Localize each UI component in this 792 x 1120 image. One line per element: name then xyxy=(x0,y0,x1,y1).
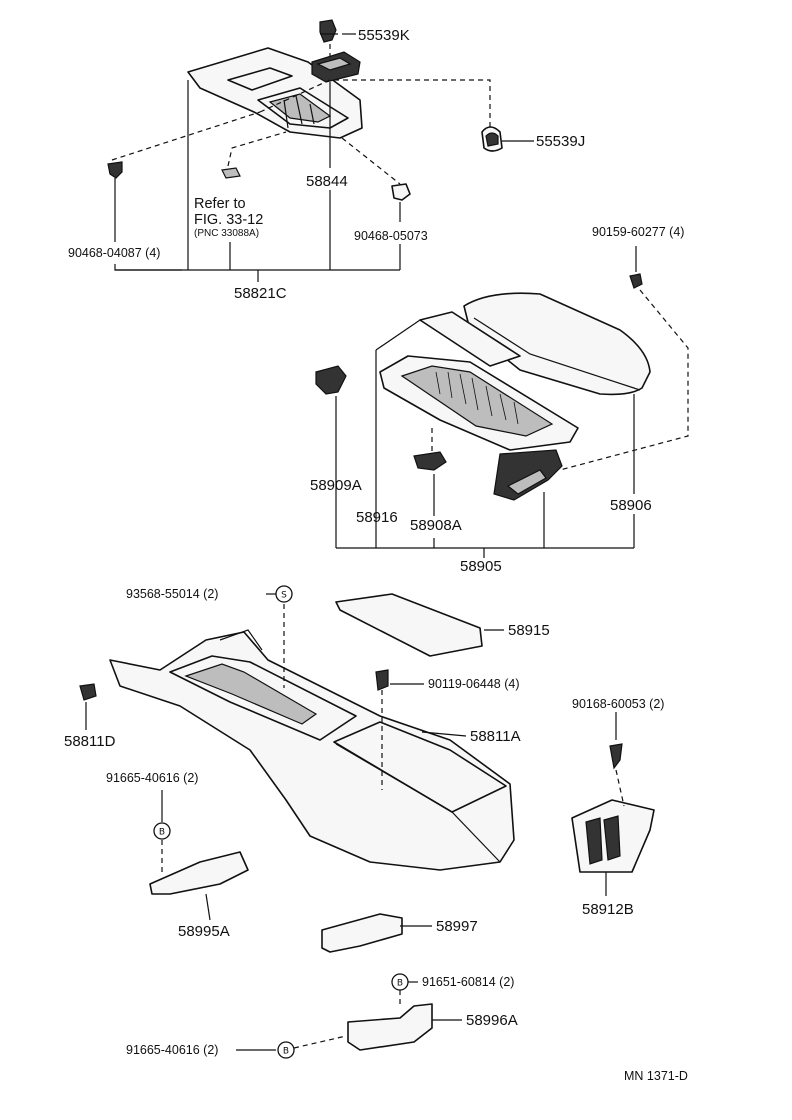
knob-58844 xyxy=(311,51,361,83)
label-58811D: 58811D xyxy=(64,733,116,750)
label-refer-line1: Refer to xyxy=(194,196,246,212)
label-58995A: 58995A xyxy=(178,923,230,940)
label-58912B: 58912B xyxy=(582,901,634,918)
label-58908A: 58908A xyxy=(410,517,462,534)
label-90468-04087: 90468-04087 (4) xyxy=(68,246,160,260)
cover-58915 xyxy=(335,593,483,657)
marker-b-3: B xyxy=(277,1041,295,1059)
drawing-id: MN 1371-D xyxy=(624,1069,688,1083)
screw-58811D xyxy=(79,683,97,701)
latch-58909A xyxy=(315,365,347,395)
bracket-58995A xyxy=(149,851,249,895)
screw-90159-60277 xyxy=(629,273,643,289)
label-91665-40616-b: 91665-40616 (2) xyxy=(126,1043,218,1057)
clip-55539K xyxy=(319,19,337,43)
pad-refer xyxy=(221,167,241,179)
label-58915: 58915 xyxy=(508,622,550,639)
label-refer-line2: FIG. 33-12 xyxy=(194,212,263,228)
label-58996A: 58996A xyxy=(466,1012,518,1029)
console-body-58811A xyxy=(109,629,515,871)
label-58909A: 58909A xyxy=(310,477,362,494)
label-55539J: 55539J xyxy=(536,133,585,150)
marker-b-2-text: B xyxy=(397,979,403,989)
label-90168-60053: 90168-60053 (2) xyxy=(572,697,664,711)
marker-b-3-text: B xyxy=(283,1047,289,1057)
screw-90119-06448 xyxy=(375,669,389,691)
hinge-58906 xyxy=(493,449,563,501)
bracket-58912B xyxy=(571,799,655,873)
label-93568-55014: 93568-55014 (2) xyxy=(126,587,218,601)
label-58906: 58906 xyxy=(610,497,652,514)
label-refer-line3: (PNC 33088A) xyxy=(194,228,259,239)
label-91651-60814: 91651-60814 (2) xyxy=(422,975,514,989)
bracket-58996A xyxy=(347,1003,433,1051)
clip-90468-05073 xyxy=(391,183,411,201)
label-91665-40616-a: 91665-40616 (2) xyxy=(106,771,198,785)
marker-b-1-text: B xyxy=(159,828,165,838)
lid-58906 xyxy=(463,292,651,396)
label-58821C: 58821C xyxy=(234,285,287,302)
label-90159-60277: 90159-60277 (4) xyxy=(592,225,684,239)
label-58997: 58997 xyxy=(436,918,478,935)
screw-90168-60053 xyxy=(609,743,623,770)
marker-b-2: B xyxy=(391,973,409,991)
label-58916: 58916 xyxy=(356,509,398,526)
label-58844: 58844 xyxy=(306,173,348,190)
label-90119-06448: 90119-06448 (4) xyxy=(428,677,520,691)
bracket-58997 xyxy=(321,913,403,953)
pad-58916-top xyxy=(419,311,521,367)
label-58905: 58905 xyxy=(460,558,502,575)
marker-s-text: S xyxy=(281,591,287,601)
marker-s: S xyxy=(275,585,293,603)
label-90468-05073: 90468-05073 xyxy=(354,229,428,243)
tray-58916 xyxy=(379,355,579,451)
clip-55539J xyxy=(481,126,503,152)
marker-b-1: B xyxy=(153,822,171,840)
label-55539K: 55539K xyxy=(358,27,410,44)
lock-58908A xyxy=(413,451,447,471)
clip-90468-04087 xyxy=(107,161,123,179)
label-58811A: 58811A xyxy=(470,728,521,745)
